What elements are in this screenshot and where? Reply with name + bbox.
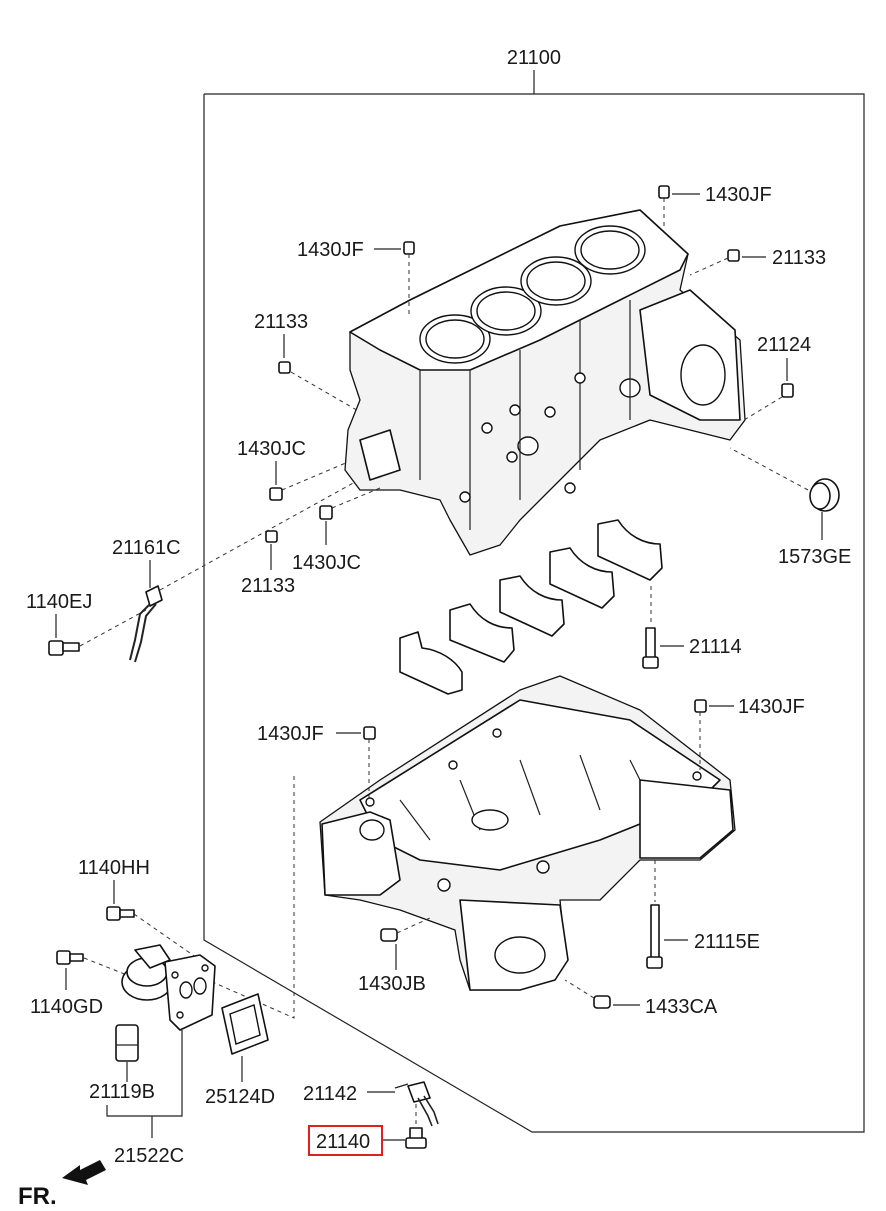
cylinder-block[interactable] — [344, 209, 746, 556]
dowel-1430jc-a[interactable] — [269, 487, 283, 501]
label-1430jf-mid-right[interactable]: 1430JF — [738, 696, 805, 718]
bolt-1140gd[interactable] — [56, 950, 84, 965]
label-1430jf-top[interactable]: 1430JF — [705, 184, 772, 206]
group-bracket-21522c — [106, 1030, 183, 1117]
label-1430jc-b[interactable]: 1430JC — [292, 552, 361, 574]
dowel-1430jf-mid-right[interactable] — [694, 699, 707, 713]
gasket-25124d[interactable] — [221, 993, 269, 1055]
assembly-frame — [203, 93, 865, 1133]
label-25124d[interactable]: 25124D — [205, 1086, 275, 1108]
label-1430jf-left[interactable]: 1430JF — [297, 239, 364, 261]
dowel-1433ca[interactable] — [593, 995, 611, 1009]
label-21115e[interactable]: 21115E — [694, 931, 760, 953]
oil-tube-21161c[interactable] — [129, 585, 163, 663]
nut-21133-left[interactable] — [278, 361, 291, 374]
bearing-cap-1[interactable] — [399, 631, 463, 695]
label-21161c[interactable]: 21161C — [112, 537, 181, 559]
front-arrow-icon — [62, 1160, 106, 1185]
label-1433ca[interactable]: 1433CA — [645, 996, 718, 1018]
bearing-cap-4[interactable] — [549, 547, 615, 609]
dowel-1430jc-b[interactable] — [319, 505, 333, 520]
label-1430jf-mid-left[interactable]: 1430JF — [257, 723, 324, 745]
dowel-1430jf-mid-left[interactable] — [363, 726, 376, 740]
label-21124[interactable]: 21124 — [757, 334, 811, 356]
filter-element-21119b[interactable] — [115, 1024, 139, 1062]
label-21522c[interactable]: 21522C — [114, 1145, 184, 1167]
label-21114[interactable]: 21114 — [689, 636, 742, 658]
dowel-21124[interactable] — [781, 383, 794, 398]
highlight-box-21140 — [308, 1125, 383, 1156]
label-21140[interactable]: 21140 — [316, 1131, 370, 1153]
bearing-cap-2[interactable] — [449, 603, 515, 663]
drain-plug-21140[interactable] — [405, 1127, 427, 1149]
assembly-number[interactable]: 21100 — [507, 47, 561, 69]
bolt-21115e[interactable] — [646, 904, 663, 969]
label-21133-bottom[interactable]: 21133 — [241, 575, 295, 597]
oil-filter-housing[interactable] — [121, 944, 216, 1031]
bolt-21114[interactable] — [642, 627, 659, 669]
lower-crankcase[interactable] — [319, 675, 736, 991]
label-1430jb[interactable]: 1430JB — [358, 973, 426, 995]
dowel-1430jf-left[interactable] — [403, 241, 415, 255]
nut-21133-right[interactable] — [727, 249, 740, 262]
bolt-1140ej[interactable] — [48, 640, 80, 656]
label-1140gd[interactable]: 1140GD — [30, 996, 103, 1018]
nut-21133-bottom[interactable] — [265, 530, 278, 543]
label-21133-left[interactable]: 21133 — [254, 311, 308, 333]
label-21133-right[interactable]: 21133 — [772, 247, 826, 269]
bolt-1140hh[interactable] — [106, 906, 135, 921]
label-1140ej[interactable]: 1140EJ — [26, 591, 92, 613]
label-21142[interactable]: 21142 — [303, 1083, 357, 1105]
label-1430jc-a[interactable]: 1430JC — [237, 438, 306, 460]
bearing-cap-3[interactable] — [499, 575, 565, 637]
label-1573ge[interactable]: 1573GE — [778, 546, 851, 568]
orientation-label: FR. — [18, 1183, 57, 1210]
dowel-1430jb[interactable] — [380, 928, 398, 942]
label-21119b[interactable]: 21119B — [89, 1081, 155, 1103]
seal-1573ge[interactable] — [809, 478, 840, 512]
bearing-cap-5[interactable] — [597, 519, 663, 581]
dowel-1430jf-top[interactable] — [658, 185, 670, 199]
sensor-21142[interactable] — [394, 1081, 439, 1127]
label-1140hh[interactable]: 1140HH — [78, 857, 150, 879]
